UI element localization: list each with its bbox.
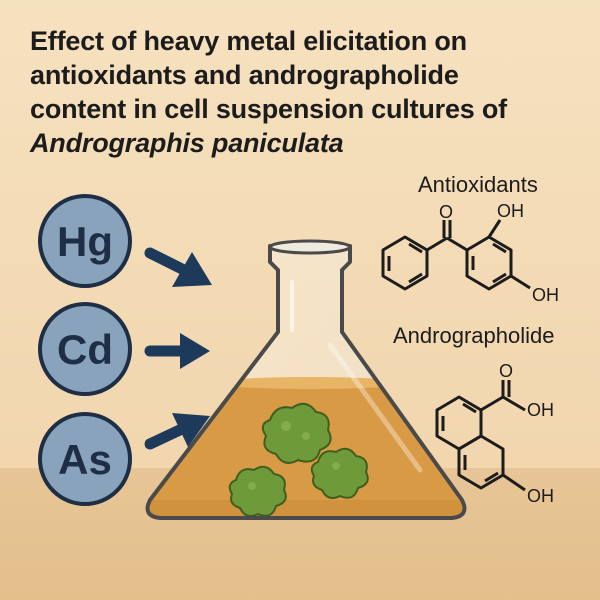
andrographolide-structure-icon	[435, 380, 526, 492]
title-line-3: content in cell suspension cultures of	[30, 94, 507, 124]
andrographolide-carbonyl-o: O	[499, 361, 513, 381]
page-title: Effect of heavy metal elicitation on ant…	[30, 24, 570, 160]
metal-symbol-hg: Hg	[57, 218, 113, 265]
andrographolide-oh-bottom: OH	[527, 486, 554, 506]
metal-cd: Cd	[38, 302, 132, 396]
arrow-cd-icon	[144, 333, 210, 369]
arrow-hg-icon	[144, 247, 212, 287]
metal-circle-cd	[38, 302, 132, 396]
metal-symbol-as: As	[58, 436, 112, 483]
antioxidant-oh-bottom: OH	[532, 285, 559, 305]
metal-circle-hg	[38, 194, 132, 288]
flask-outline	[145, 244, 467, 520]
arrows	[144, 247, 212, 450]
cell-aggregate-icon	[228, 402, 369, 517]
antioxidant-structure-icon	[381, 219, 531, 291]
antioxidant-oh-top: OH	[497, 201, 524, 221]
cell-highlights	[248, 421, 340, 490]
title-line-4-species: Andrographis paniculata	[30, 128, 344, 158]
antioxidants-label: Antioxidants	[418, 172, 538, 197]
metal-as: As	[38, 412, 132, 506]
arrow-as-icon	[144, 413, 210, 450]
andrographolide-oh-acid: OH	[527, 400, 554, 420]
antioxidant-ketone-o: O	[439, 202, 453, 222]
title-line-2: antioxidants and andrographolide	[30, 60, 459, 90]
andrographolide-label: Andrographolide	[393, 323, 554, 348]
metal-hg: Hg	[38, 194, 132, 288]
metal-symbol-cd: Cd	[57, 326, 113, 373]
title-line-1: Effect of heavy metal elicitation on	[30, 26, 467, 56]
metal-circle-as	[38, 412, 132, 506]
